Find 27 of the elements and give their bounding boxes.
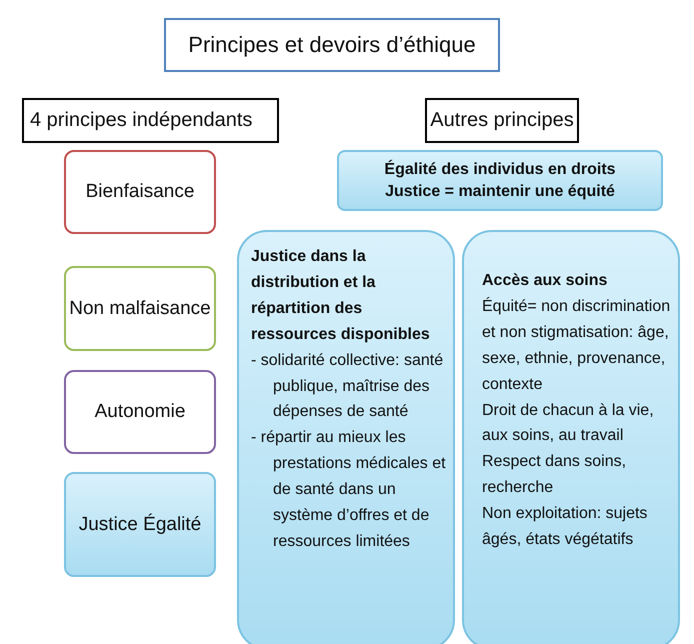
- panel-heading: Accès aux soins: [482, 271, 608, 291]
- principle-box: [64, 370, 216, 454]
- panel-heading: Justice dans la distribution et la répartition des ressources disponibles: [251, 247, 431, 345]
- category-box: [22, 98, 279, 143]
- box-label: Autres principes: [430, 108, 574, 133]
- principle-box: [64, 150, 216, 234]
- panel-text: - répartir au mieux les prestations médicales et de santé dans un système d’offres et de ressources limitées: [251, 428, 447, 552]
- panel-text: Équité= non discrimination et non stigmatisation: âge, sexe, ethnie, provenance, contexte: [482, 296, 672, 395]
- category-box: [425, 98, 579, 143]
- panel-text: Respect dans soins, recherche: [482, 452, 628, 498]
- box-label: Non malfaisance: [69, 296, 211, 321]
- box-label: Justice Égalité: [78, 512, 202, 537]
- panel-text: Non exploitation: sujets âgés, états végétatifs: [482, 504, 648, 550]
- box-label: Autonomie: [94, 400, 186, 424]
- principle-box: [337, 150, 663, 211]
- box-label: Égalité des individus en droits: [384, 158, 616, 180]
- detail-panel: [237, 230, 455, 644]
- principle-box: [64, 266, 216, 351]
- box-label: Principes et devoirs d’éthique: [188, 31, 476, 60]
- box-label: Bienfaisance: [86, 180, 194, 204]
- panel-text: - solidarité collective: santé publique, maîtrise des dépenses de santé: [251, 350, 444, 422]
- panel-text: Droit de chacun à la vie, aux soins, au travail: [482, 400, 655, 446]
- box-label: 4 principes indépendants: [30, 108, 254, 133]
- principle-box: [64, 472, 216, 577]
- detail-panel: [462, 230, 680, 644]
- heading-box: [164, 18, 500, 72]
- box-label: Justice = maintenir une équité: [385, 182, 615, 202]
